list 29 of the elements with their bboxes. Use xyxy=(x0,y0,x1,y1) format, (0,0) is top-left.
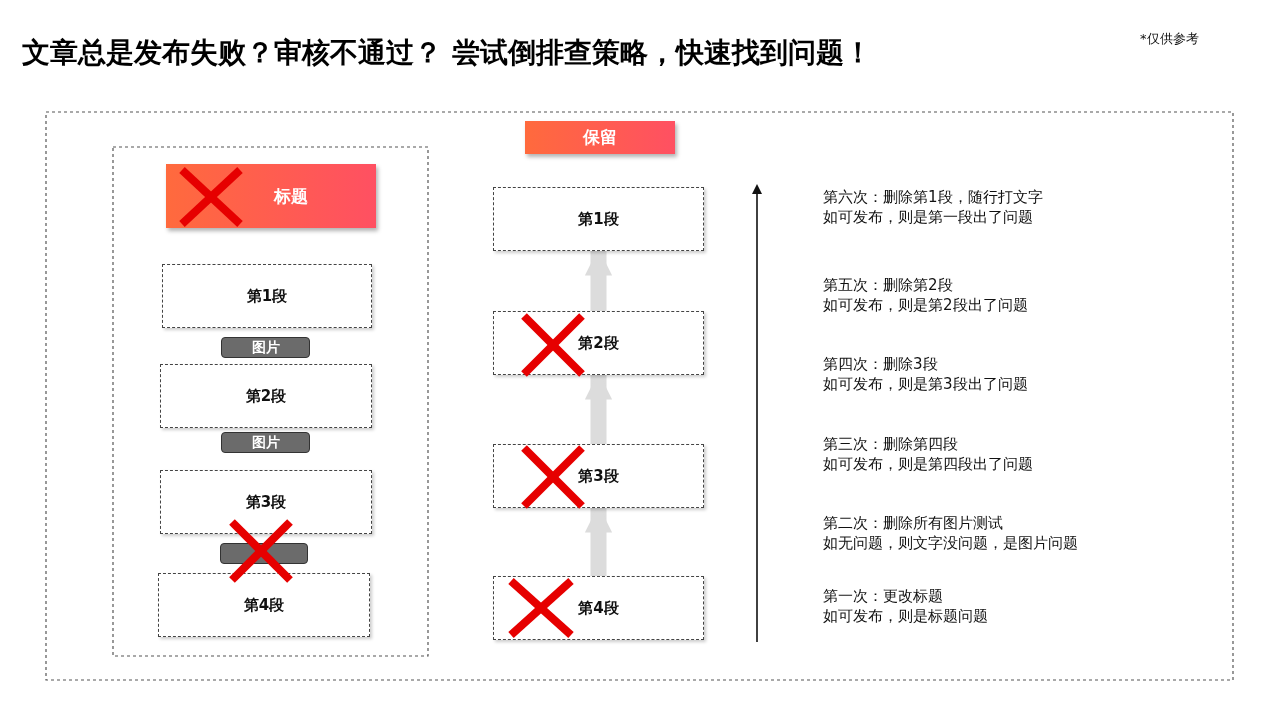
title-banner: 标题 xyxy=(166,164,376,228)
page-title: 文章总是发布失败？审核不通过？ 尝试倒排查策略，快速找到问题！ xyxy=(22,35,872,71)
step-text: 第三次：删除第四段 xyxy=(823,435,958,454)
paragraph-box: 第1段 xyxy=(493,187,704,251)
step-text: 第二次：删除所有图片测试 xyxy=(823,514,1003,533)
image-tag: 图片 xyxy=(221,337,310,358)
step-text: 第四次：删除3段 xyxy=(823,355,938,374)
paragraph-box: 第3段 xyxy=(493,444,704,508)
step-text: 第五次：删除第2段 xyxy=(823,276,953,295)
paragraph-box: 第4段 xyxy=(493,576,704,640)
block-arrow xyxy=(584,248,613,311)
step-text: 第六次：删除第1段，随行打文字 xyxy=(823,188,1043,207)
step-text: 如可发布，则是标题问题 xyxy=(823,607,988,626)
paragraph-box: 第1段 xyxy=(162,264,372,328)
step-text: 如无问题，则文字没问题，是图片问题 xyxy=(823,534,1078,553)
paragraph-box: 第4段 xyxy=(158,573,370,637)
image-tag: 图片 xyxy=(221,432,310,453)
keep-banner: 保留 xyxy=(525,121,675,154)
step-text: 如可发布，则是第2段出了问题 xyxy=(823,296,1028,315)
block-arrow xyxy=(584,372,613,444)
note-text: *仅供参考 xyxy=(1140,30,1199,48)
step-text: 如可发布，则是第一段出了问题 xyxy=(823,208,1033,227)
step-text: 第一次：更改标题 xyxy=(823,587,943,606)
block-arrow xyxy=(584,505,613,576)
paragraph-box: 第2段 xyxy=(160,364,372,428)
paragraph-box: 第3段 xyxy=(160,470,372,534)
paragraph-box: 第2段 xyxy=(493,311,704,375)
step-text: 如可发布，则是第四段出了问题 xyxy=(823,455,1033,474)
step-text: 如可发布，则是第3段出了问题 xyxy=(823,375,1028,394)
